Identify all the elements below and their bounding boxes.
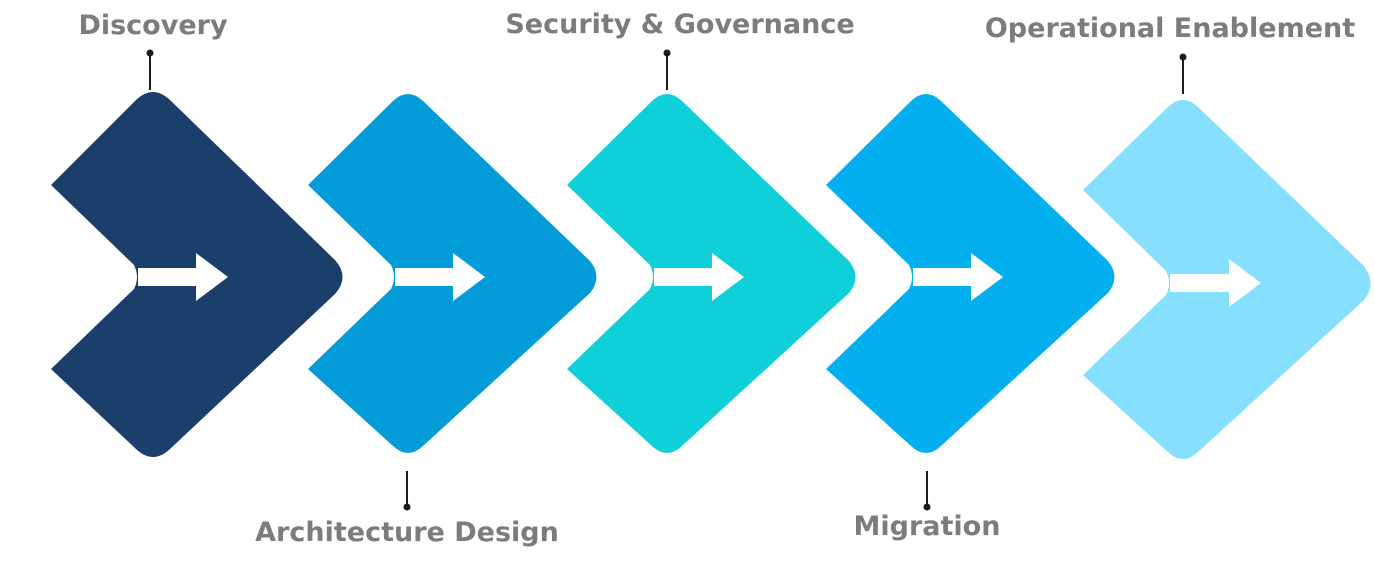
arrow-right-icon bbox=[1170, 259, 1261, 307]
step-architecture bbox=[308, 94, 597, 453]
connector-security bbox=[663, 49, 671, 90]
arrow-right-icon bbox=[138, 253, 228, 301]
step-label-architecture-design: Architecture Design bbox=[255, 517, 559, 548]
step-discovery bbox=[51, 92, 343, 457]
arrow-right-icon bbox=[395, 253, 485, 301]
step-label-operational-enablement: Operational Enablement bbox=[984, 13, 1356, 44]
arrow-right-icon bbox=[913, 253, 1003, 301]
arrow-right-icon bbox=[654, 253, 744, 301]
connector-migration bbox=[923, 471, 931, 511]
step-security bbox=[567, 94, 856, 453]
step-label-migration: Migration bbox=[853, 511, 1001, 542]
connector-architecture bbox=[403, 471, 411, 511]
step-migration bbox=[826, 94, 1115, 453]
step-label-discovery: Discovery bbox=[78, 10, 228, 41]
step-label-security-governance: Security & Governance bbox=[505, 9, 855, 40]
connector-discovery bbox=[146, 49, 154, 90]
connector-operational bbox=[1179, 53, 1187, 94]
step-operational bbox=[1083, 100, 1371, 459]
